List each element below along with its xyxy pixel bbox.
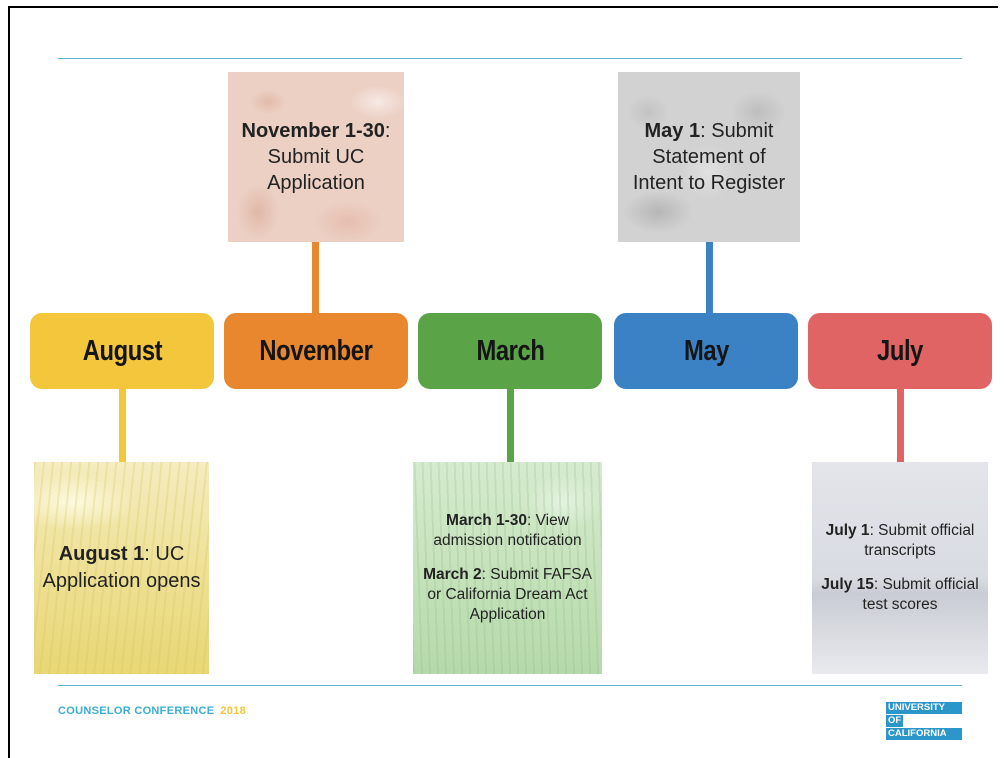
slide-frame [8,6,998,758]
month-march: March [418,313,602,389]
month-november: November [224,313,408,389]
march-item-notification: March 1-30: View admission notification [419,511,596,551]
july-connector [897,389,904,462]
july-item-1-date: July 1 [825,521,870,539]
uc-logo-line-1: UNIVERSITY [886,702,962,714]
may-deadline-date: May 1 [644,120,701,142]
august-connector [119,389,126,462]
month-july: July [808,313,992,389]
uc-logo: UNIVERSITY OF CALIFORNIA [886,702,962,741]
uc-logo-line-3: CALIFORNIA [886,728,962,740]
month-august-label: August [82,334,162,367]
bottom-divider [58,685,962,686]
july-item-1-text: : Submit official transcripts [864,521,975,559]
july-item-2-date: July 15 [821,576,874,593]
may-connector [706,242,713,313]
uc-logo-line-2: OF [886,715,904,727]
july-item-test-scores: July 15: Submit official test scores [816,575,984,615]
november-deadline-date: November 1-30 [241,120,385,142]
month-may-label: May [683,334,729,367]
march-item-1-text: : View admission notification [433,511,582,549]
march-item-2-text: : Submit FAFSA or California Dream Act A… [427,565,592,624]
month-march-label: March [475,334,544,367]
footer-event-name: COUNSELOR CONFERENCE [58,705,215,717]
march-item-fafsa: March 2: Submit FAFSA or California Drea… [419,565,596,625]
march-item-2-date: March 2 [423,565,482,583]
august-deadline-text: : UC Application opens [42,543,201,592]
footer-year: 2018 [220,705,247,717]
july-item-2-text: : Submit official test scores [862,576,979,614]
footer-event: COUNSELOR CONFERENCE 2018 [58,705,246,717]
top-divider [58,58,962,59]
july-item-transcripts: July 1: Submit official transcripts [816,521,984,561]
august-deadline-date: August 1 [58,543,145,565]
may-deadline-text: : Submit Statement of Intent to Register [632,120,786,194]
may-deadline-card: May 1: Submit Statement of Intent to Reg… [618,72,800,242]
november-connector [312,242,319,313]
march-connector [507,389,514,462]
august-deadline-card: August 1: UC Application opens [34,462,209,674]
month-july-label: July [877,334,923,367]
march-item-1-date: March 1-30 [446,511,528,529]
month-may: May [614,313,798,389]
july-deadline-card: July 1: Submit official transcripts July… [812,462,988,674]
month-august: August [30,313,214,389]
november-deadline-text: : Submit UC Application [267,120,391,194]
november-deadline-card: November 1-30: Submit UC Application [228,72,404,242]
month-november-label: November [259,334,373,367]
march-deadline-card: March 1-30: View admission notification … [413,462,602,674]
